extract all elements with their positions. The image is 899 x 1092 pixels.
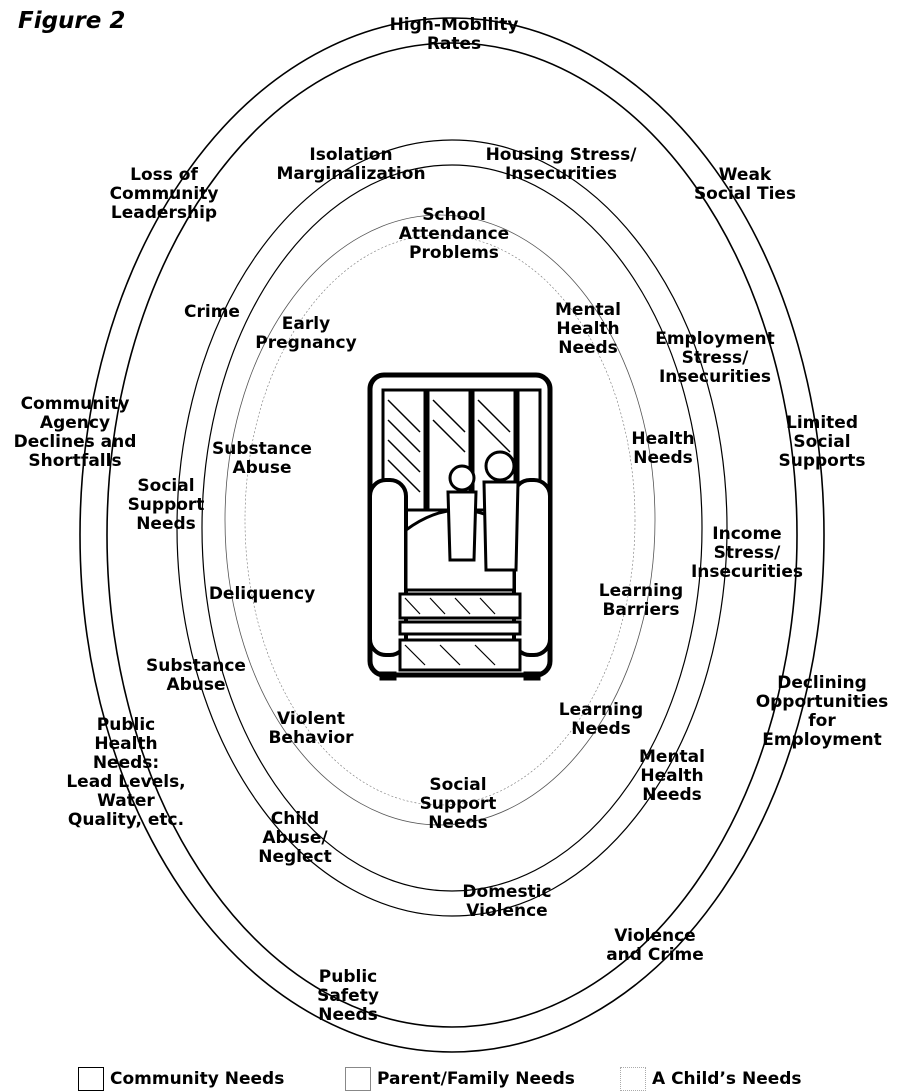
child-ring-inner bbox=[244, 234, 636, 806]
label-health-needs: Health Needs bbox=[631, 429, 695, 468]
label-learning-barriers: Learning Barriers bbox=[598, 581, 684, 620]
label-school-attendance-problems: School Attendance Problems bbox=[398, 205, 510, 263]
legend-label: Community Needs bbox=[110, 1069, 285, 1089]
label-income-stress: Income Stress/ Insecurities bbox=[690, 524, 804, 582]
label-learning-needs: Learning Needs bbox=[558, 700, 644, 739]
community-ring-outer bbox=[79, 17, 825, 1053]
label-employment-stress: Employment Stress/ Insecurities bbox=[655, 329, 775, 387]
label-domestic-violence: Domestic Violence bbox=[462, 882, 552, 921]
label-community-agency-declines: Community Agency Declines and Shortfalls bbox=[13, 394, 137, 471]
label-high-mobility-rates: High-Mobility Rates bbox=[389, 15, 519, 54]
label-child-mental-health-needs: Mental Health Needs bbox=[555, 300, 621, 358]
child-ring-outer bbox=[224, 214, 656, 826]
label-child-abuse-neglect: Child Abuse/ Neglect bbox=[258, 809, 332, 867]
label-family-substance-abuse: Substance Abuse bbox=[146, 656, 246, 695]
label-violence-and-crime: Violence and Crime bbox=[606, 926, 704, 965]
label-child-social-support-needs: Social Support Needs bbox=[419, 775, 497, 833]
legend-label: A Child’s Needs bbox=[652, 1069, 802, 1089]
label-child-substance-abuse: Substance Abuse bbox=[212, 439, 312, 478]
label-weak-social-ties: Weak Social Ties bbox=[693, 165, 797, 204]
label-limited-social-supports: Limited Social Supports bbox=[778, 413, 866, 471]
label-isolation-marginalization: Isolation Marginalization bbox=[276, 145, 426, 184]
label-deliquency: Deliquency bbox=[208, 584, 316, 604]
label-crime: Crime bbox=[184, 302, 240, 322]
family-ring-inner bbox=[201, 164, 703, 892]
figure-title: Figure 2 bbox=[18, 8, 126, 34]
legend-community-needs: Community Needs bbox=[78, 1066, 284, 1092]
legend-childs-needs: A Child’s Needs bbox=[620, 1066, 802, 1092]
legend-swatch-thin bbox=[345, 1067, 371, 1091]
community-ring-inner bbox=[106, 42, 798, 1028]
label-loss-of-community-leadership: Loss of Community Leadership bbox=[109, 165, 219, 223]
label-violent-behavior: Violent Behavior bbox=[268, 709, 354, 748]
legend-label: Parent/Family Needs bbox=[377, 1069, 575, 1089]
label-family-mental-health-needs: Mental Health Needs bbox=[639, 747, 705, 805]
label-early-pregnancy: Early Pregnancy bbox=[255, 314, 357, 353]
label-family-social-support-needs: Social Support Needs bbox=[127, 476, 205, 534]
label-housing-stress: Housing Stress/ Insecurities bbox=[485, 145, 637, 184]
family-ring-outer bbox=[176, 139, 728, 917]
label-public-health-needs: Public Health Needs: Lead Levels, Water … bbox=[66, 715, 186, 830]
armchair-with-family-illustration bbox=[367, 372, 553, 681]
legend-swatch-dotted bbox=[620, 1067, 646, 1091]
legend-parent-family-needs: Parent/Family Needs bbox=[345, 1066, 575, 1092]
legend-swatch-solid bbox=[78, 1067, 104, 1091]
label-public-safety-needs: Public Safety Needs bbox=[317, 967, 379, 1025]
label-declining-opportunities-employment: Declining Opportunities for Employment bbox=[755, 673, 889, 750]
